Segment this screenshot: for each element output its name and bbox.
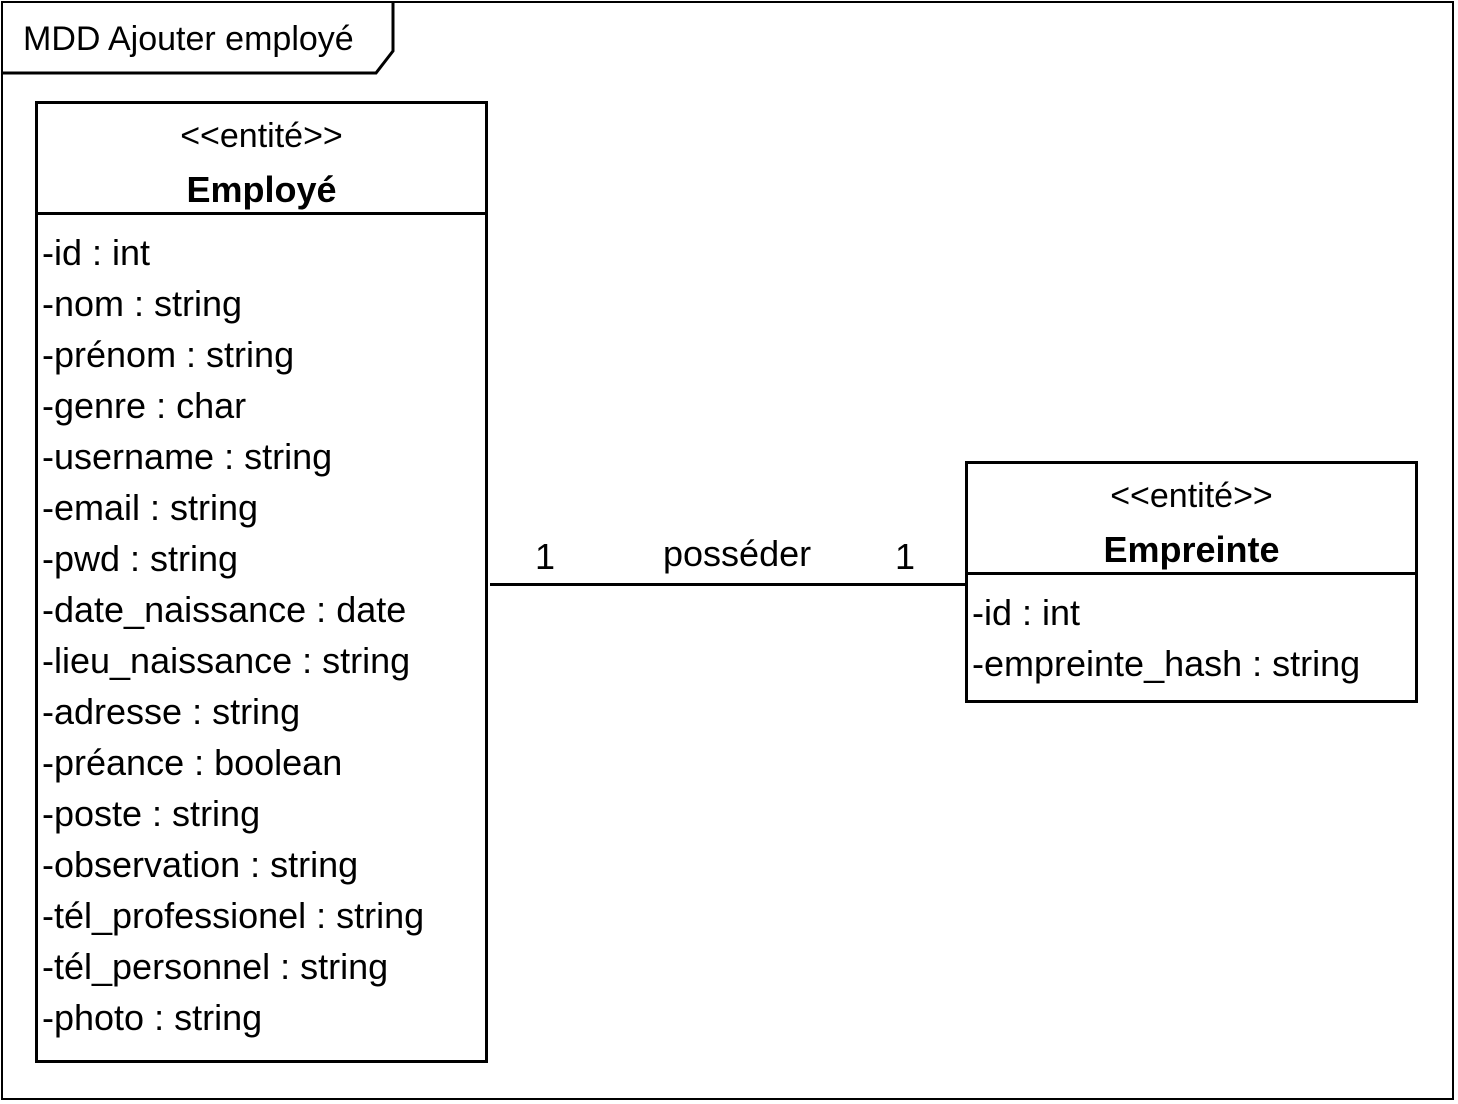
attribute-item: -username : string [42,436,333,477]
attribute-item: -empreinte_hash : string [972,643,1361,684]
association-name: posséder [663,533,812,574]
attribute-item: -id : int [42,232,151,273]
attribute-list: -id : int -nom : string -prénom : string… [38,215,485,1043]
attribute-item: -nom : string [42,283,243,324]
entity-empreinte[interactable]: <<entité>> Empreinte -id : int -empreint… [965,461,1418,703]
attribute-list: -id : int -empreinte_hash : string [968,575,1415,689]
frame-title: MDD Ajouter employé [23,20,354,58]
association-line[interactable] [490,583,968,586]
entity-stereotype: <<entité>> [180,117,343,155]
entity-name: Empreinte [1103,529,1280,570]
frame-tab-outline [3,3,395,75]
attribute-item: -email : string [42,487,259,528]
attribute-item: -prénom : string [42,334,295,375]
attribute-item: -observation : string [42,844,359,885]
attribute-item: -genre : char [42,385,247,426]
multiplicity-left: 1 [535,536,556,577]
entity-employe[interactable]: <<entité>> Employé -id : int -nom : stri… [35,101,488,1063]
multiplicity-right: 1 [895,536,916,577]
attribute-item: -lieu_naissance : string [42,640,411,681]
attribute-item: -pwd : string [42,538,239,579]
attribute-item: -tél_personnel : string [42,946,389,987]
attribute-item: -adresse : string [42,691,301,732]
entity-header: <<entité>> Employé [38,104,485,215]
attribute-item: -tél_professionel : string [42,895,425,936]
entity-header: <<entité>> Empreinte [968,464,1415,575]
attribute-item: -poste : string [42,793,261,834]
entity-name: Employé [186,169,337,210]
frame-title-tab: MDD Ajouter employé [3,3,398,77]
attribute-item: -photo : string [42,997,263,1038]
attribute-item: -date_naissance : date [42,589,407,630]
attribute-item: -id : int [972,592,1081,633]
attribute-item: -préance : boolean [42,742,343,783]
entity-stereotype: <<entité>> [1110,477,1273,515]
